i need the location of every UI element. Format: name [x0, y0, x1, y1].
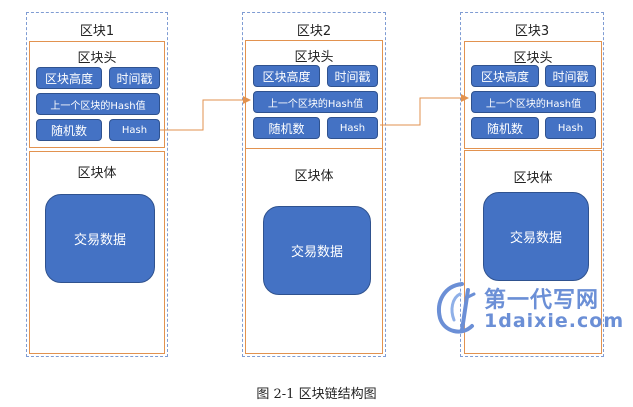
height-field: 区块高度	[36, 67, 102, 89]
hash-field: Hash	[327, 117, 378, 139]
transaction-data: 交易数据	[263, 206, 371, 295]
prev-hash-field: 上一个区块的Hash值	[36, 93, 160, 115]
block-body: 区块体 交易数据	[464, 150, 602, 354]
hash-link-arrow-2-to-3	[380, 94, 469, 126]
body-title: 区块体	[513, 171, 553, 186]
watermark: 第一代写网 1daixie.com	[432, 280, 625, 340]
prev-hash-field: 上一个区块的Hash值	[471, 91, 596, 113]
watermark-text-url: 1daixie.com	[484, 310, 625, 332]
height-field: 区块高度	[253, 65, 320, 87]
block-3: 区块3 区块头 区块高度 时间戳 上一个区块的Hash值 随机数 Hash 区块…	[460, 12, 604, 357]
prev-hash-field: 上一个区块的Hash值	[253, 91, 378, 113]
hash-field: Hash	[545, 117, 596, 139]
nonce-field: 随机数	[253, 117, 320, 139]
block-header: 区块头 区块高度 时间戳 上一个区块的Hash值 随机数 Hash	[464, 41, 602, 149]
block-title: 区块3	[514, 24, 550, 39]
block-title: 区块1	[79, 24, 115, 39]
figure-caption: 图 2-1 区块链结构图	[256, 387, 377, 402]
body-title: 区块体	[77, 166, 117, 181]
nonce-field: 随机数	[471, 117, 539, 139]
timestamp-field: 时间戳	[327, 65, 378, 87]
block-title: 区块2	[296, 24, 332, 39]
block-body: 区块体 交易数据	[29, 151, 165, 354]
timestamp-field: 时间戳	[109, 67, 160, 89]
header-title: 区块头	[77, 51, 117, 66]
nonce-field: 随机数	[36, 119, 102, 141]
header-title: 区块头	[513, 51, 553, 66]
height-field: 区块高度	[471, 65, 539, 87]
timestamp-field: 时间戳	[545, 65, 596, 87]
block-1: 区块1 区块头 区块高度 时间戳 上一个区块的Hash值 随机数 Hash 区块…	[26, 12, 168, 357]
block-2: 区块2 区块头 区块高度 时间戳 上一个区块的Hash值 随机数 Hash 区块…	[242, 12, 386, 357]
transaction-data: 交易数据	[45, 194, 155, 283]
block-header: 区块头 区块高度 时间戳 上一个区块的Hash值 随机数 Hash	[245, 40, 383, 149]
body-title: 区块体	[294, 169, 334, 184]
header-title: 区块头	[294, 50, 334, 65]
transaction-data: 交易数据	[483, 192, 589, 281]
block-body: 区块体 交易数据	[245, 148, 383, 354]
block-header: 区块头 区块高度 时间戳 上一个区块的Hash值 随机数 Hash	[29, 41, 165, 148]
watermark-text-cn: 第一代写网	[484, 288, 600, 313]
hash-field: Hash	[109, 119, 160, 141]
watermark-logo-icon	[437, 282, 476, 334]
hash-link-arrow-1-to-2	[160, 96, 251, 131]
